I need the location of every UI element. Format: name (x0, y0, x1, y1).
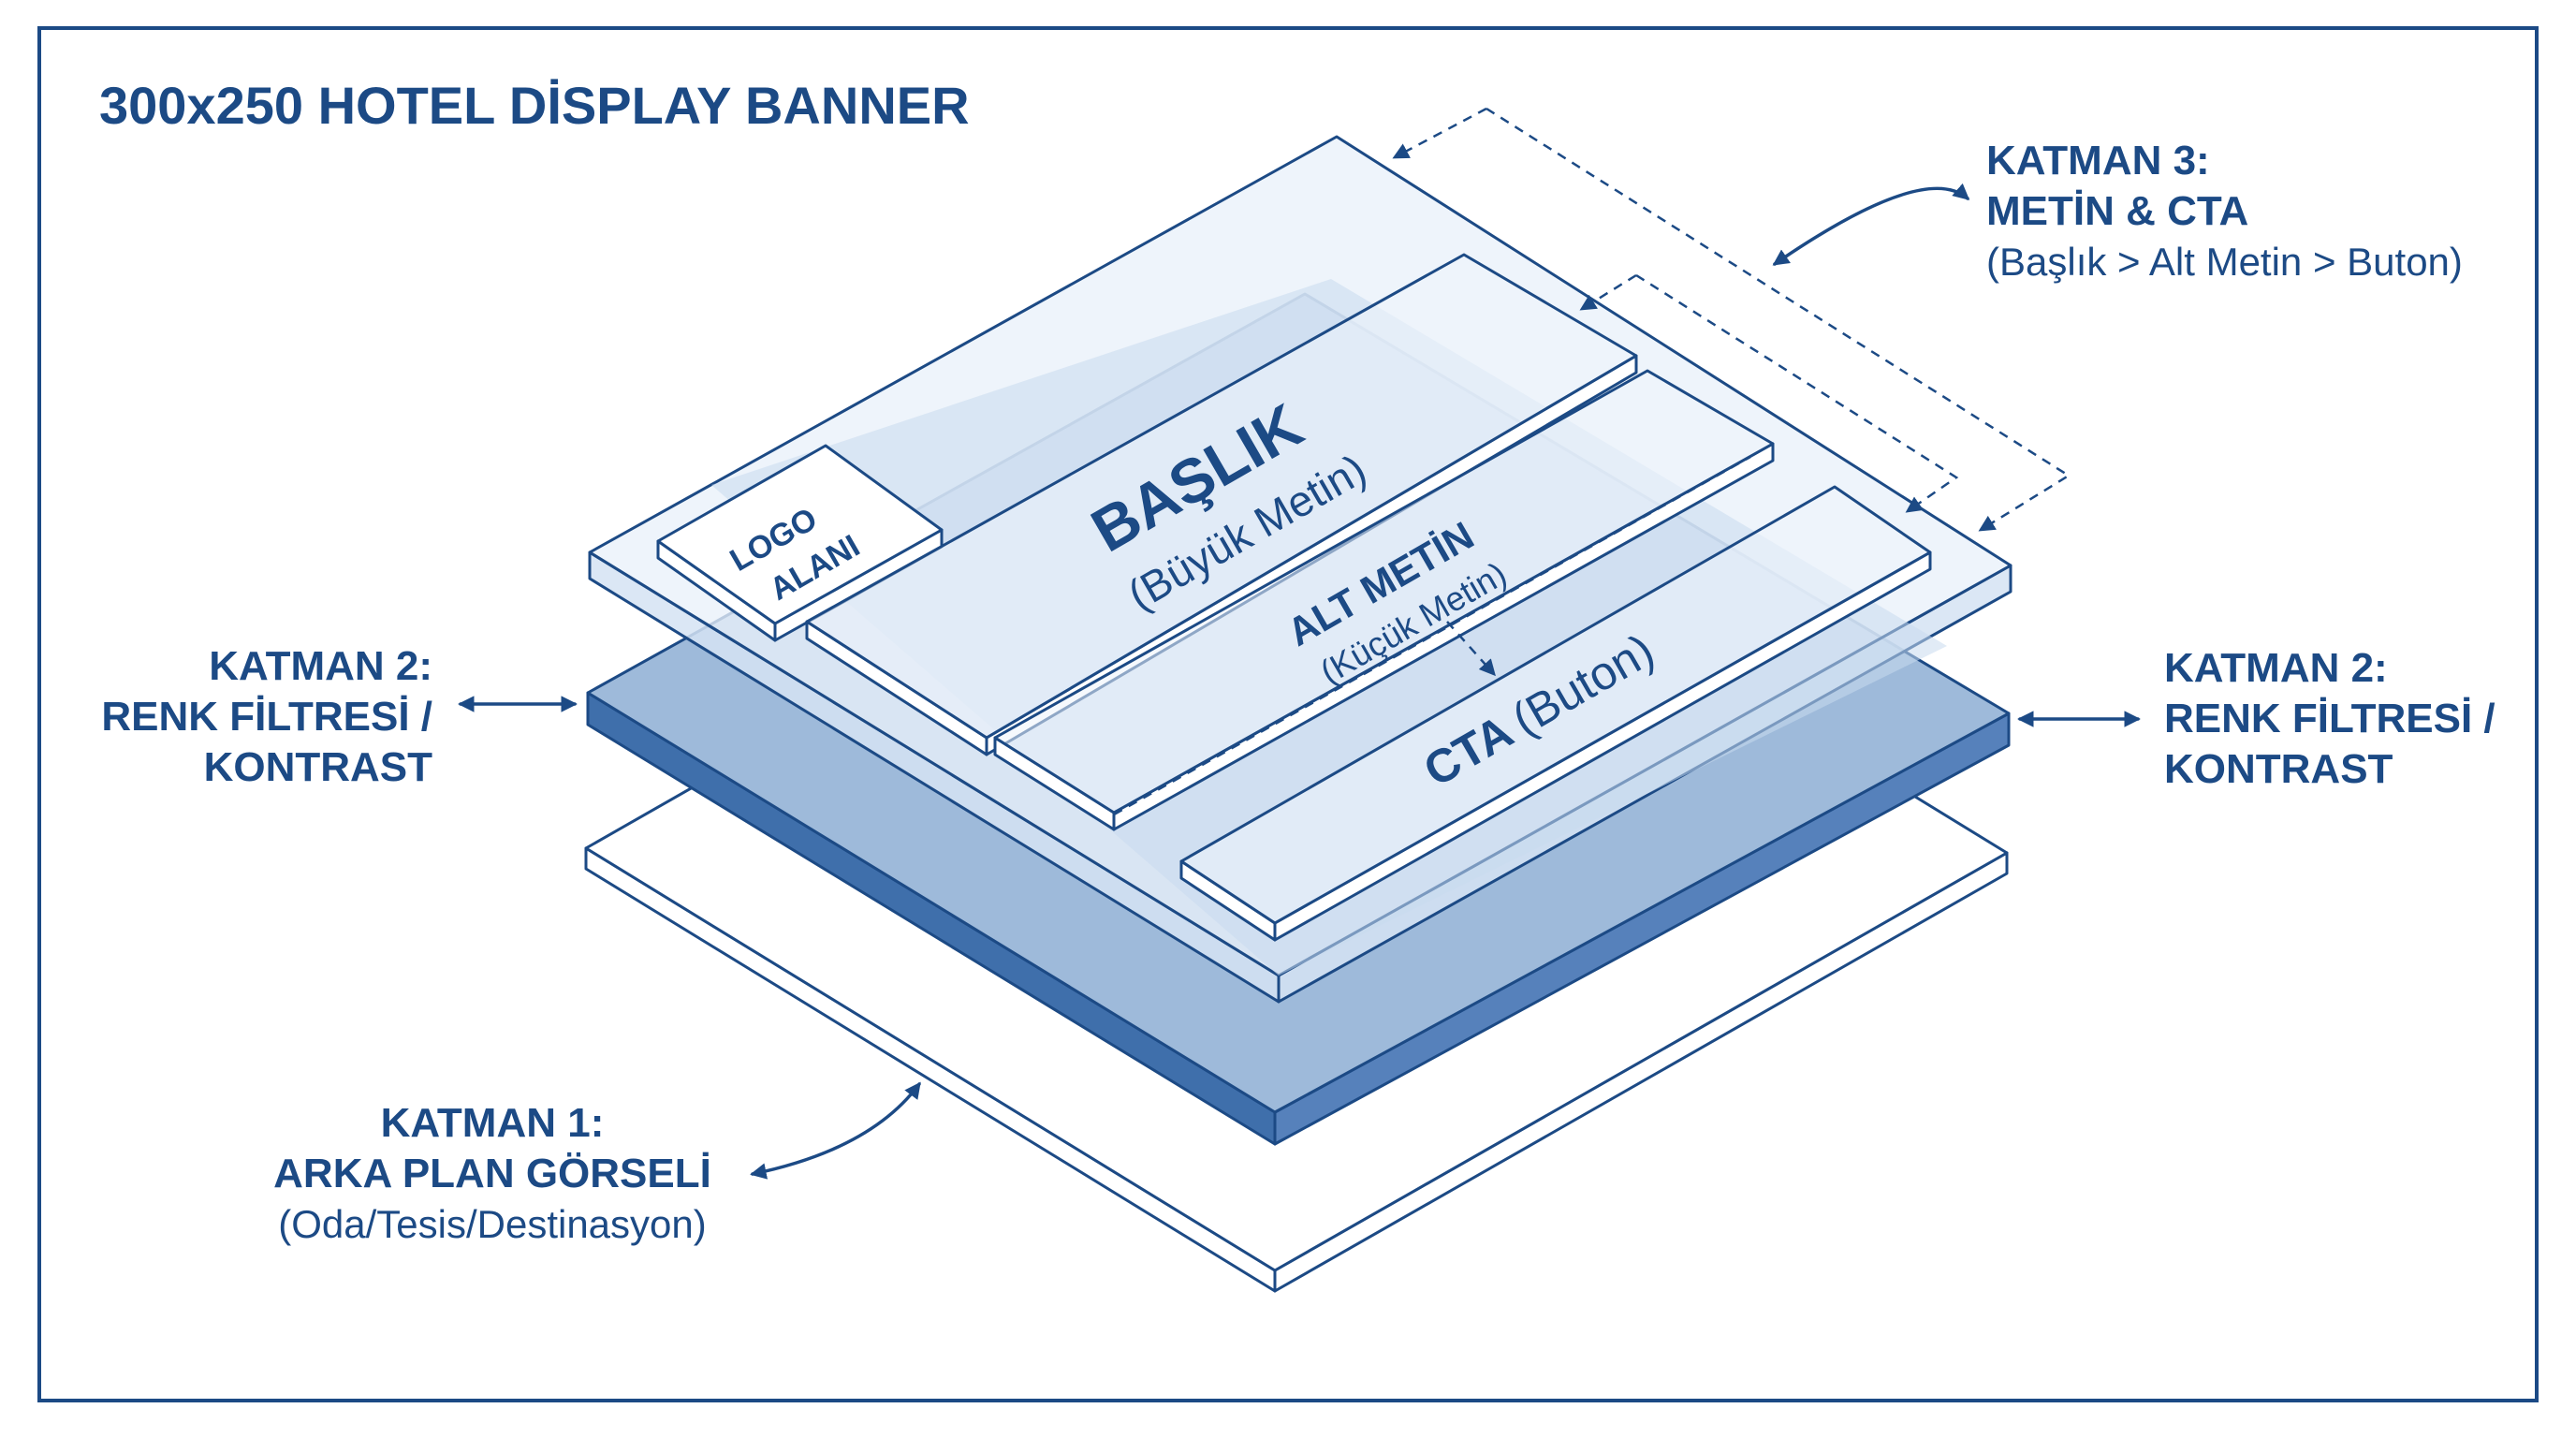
layer-3-label-title: KATMAN 3: (1986, 138, 2210, 183)
layer-1-callout-arrow (750, 1081, 921, 1180)
layer-2-left-label-detail: KONTRAST (204, 744, 433, 790)
layer-1-label-detail: (Oda/Tesis/Destinasyon) (278, 1202, 707, 1246)
layer-3-label-detail: (Başlık > Alt Metin > Buton) (1986, 240, 2463, 284)
layer-2-left-label-name: RENK FİLTRESİ / (101, 694, 432, 740)
layer-3-callout-arrow (1772, 183, 1970, 266)
flow-dashed-arrow (1446, 621, 1496, 677)
subtext-block (993, 369, 1775, 831)
layer-2-right-label-name: RENK FİLTRESİ / (2164, 696, 2496, 741)
logo-area-block: LOGO ALANI (656, 444, 944, 642)
cta-block (1179, 485, 1932, 942)
layer-3-label-name: METİN & CTA (1986, 188, 2248, 234)
layer-3-dashed-guides (1392, 107, 2071, 532)
layer-2-left-label-title: KATMAN 2: (209, 643, 432, 689)
layer-2-right-label-detail: KONTRAST (2164, 746, 2393, 792)
outer-frame (37, 26, 2539, 1402)
layer-1-label-title: KATMAN 1: (381, 1100, 605, 1146)
layer-2-right-label-title: KATMAN 2: (2164, 645, 2388, 691)
layer-3-text-cta: LOGO ALANI BAŞLIK (Büyük Metin) ALT METİ… (588, 135, 2012, 1004)
diagram-title: 300x250 HOTEL DİSPLAY BANNER (99, 76, 970, 135)
layer-1-label-name: ARKA PLAN GÖRSELİ (273, 1151, 711, 1196)
flow-dashed-line (1113, 455, 1751, 816)
